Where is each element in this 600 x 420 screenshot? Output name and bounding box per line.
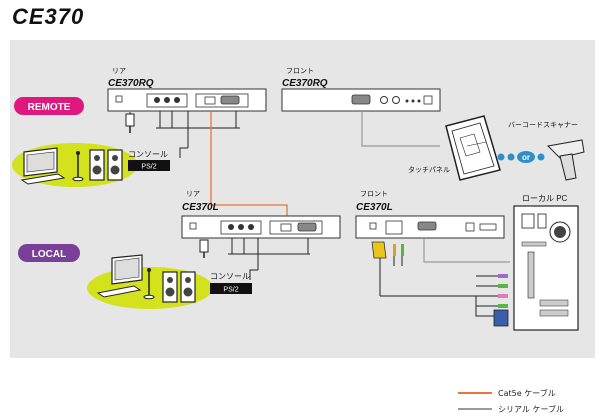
or-connector: or	[497, 151, 545, 163]
remote-badge-label: REMOTE	[28, 102, 71, 113]
local-badge: LOCAL	[18, 244, 80, 262]
or-label: or	[522, 153, 530, 162]
remote-speaker-right-icon	[107, 149, 123, 181]
page-title: CE370	[12, 4, 85, 29]
local-front-unit	[355, 215, 505, 239]
local-microphone-icon	[143, 268, 155, 300]
remote-ps2-label: PS/2	[141, 164, 156, 171]
local-power-plug-icon	[199, 239, 209, 258]
remote-power-plug-icon	[125, 113, 135, 133]
remote-ps2-tag	[128, 160, 170, 171]
legend-serial-label: シリアル ケーブル	[498, 404, 564, 414]
local-badge-label: LOCAL	[32, 249, 66, 260]
remote-monitor-icon	[20, 147, 66, 185]
remote-front-caption: フロント	[286, 67, 314, 75]
local-ps2-label: PS/2	[223, 287, 238, 294]
local-front-caption: フロント	[360, 190, 388, 198]
local-pc-label: ローカル PC	[522, 194, 568, 203]
cat5e-cable	[210, 111, 288, 221]
local-speaker-left-icon	[162, 271, 178, 303]
touch-panel-icon	[445, 115, 501, 181]
legend-cat5e: Cat5e ケーブル	[458, 386, 598, 400]
local-pc-tower-icon	[513, 205, 579, 331]
local-rear-unit	[181, 215, 341, 239]
local-serial-cable	[423, 238, 510, 263]
legend-cat5e-swatch	[458, 392, 492, 394]
barcode-scanner-label: バーコードスキャナー	[508, 121, 578, 129]
legend-serial: シリアル ケーブル	[458, 402, 598, 416]
remote-serial-cable	[361, 111, 440, 147]
legend-cat5e-label: Cat5e ケーブル	[498, 388, 556, 398]
barcode-scanner-icon	[546, 139, 585, 181]
legend-serial-swatch	[458, 408, 492, 410]
local-rear-caption: リア	[186, 190, 200, 198]
remote-speaker-left-icon	[89, 149, 105, 181]
touch-panel-label: タッチパネル	[408, 165, 450, 174]
remote-rear-model: CE370RQ	[108, 78, 154, 89]
remote-microphone-icon	[72, 151, 84, 182]
local-rear-model: CE370L	[182, 202, 219, 213]
remote-rear-unit	[107, 88, 267, 112]
vga-connector-icon	[371, 241, 387, 296]
audio-plug-icons	[393, 244, 404, 266]
remote-front-unit	[281, 88, 441, 112]
local-console-label: コンソール	[210, 272, 250, 281]
local-ps2-tag	[210, 283, 252, 294]
remote-front-model: CE370RQ	[282, 78, 328, 89]
remote-rear-caption: リア	[112, 67, 126, 75]
remote-badge: REMOTE	[14, 97, 84, 115]
remote-console-label: コンソール	[128, 150, 168, 159]
local-monitor-icon	[96, 254, 143, 298]
pc-side-plugs	[476, 274, 509, 327]
local-front-model: CE370L	[356, 202, 393, 213]
local-speaker-right-icon	[180, 271, 196, 303]
local-rear-cables	[228, 238, 310, 280]
